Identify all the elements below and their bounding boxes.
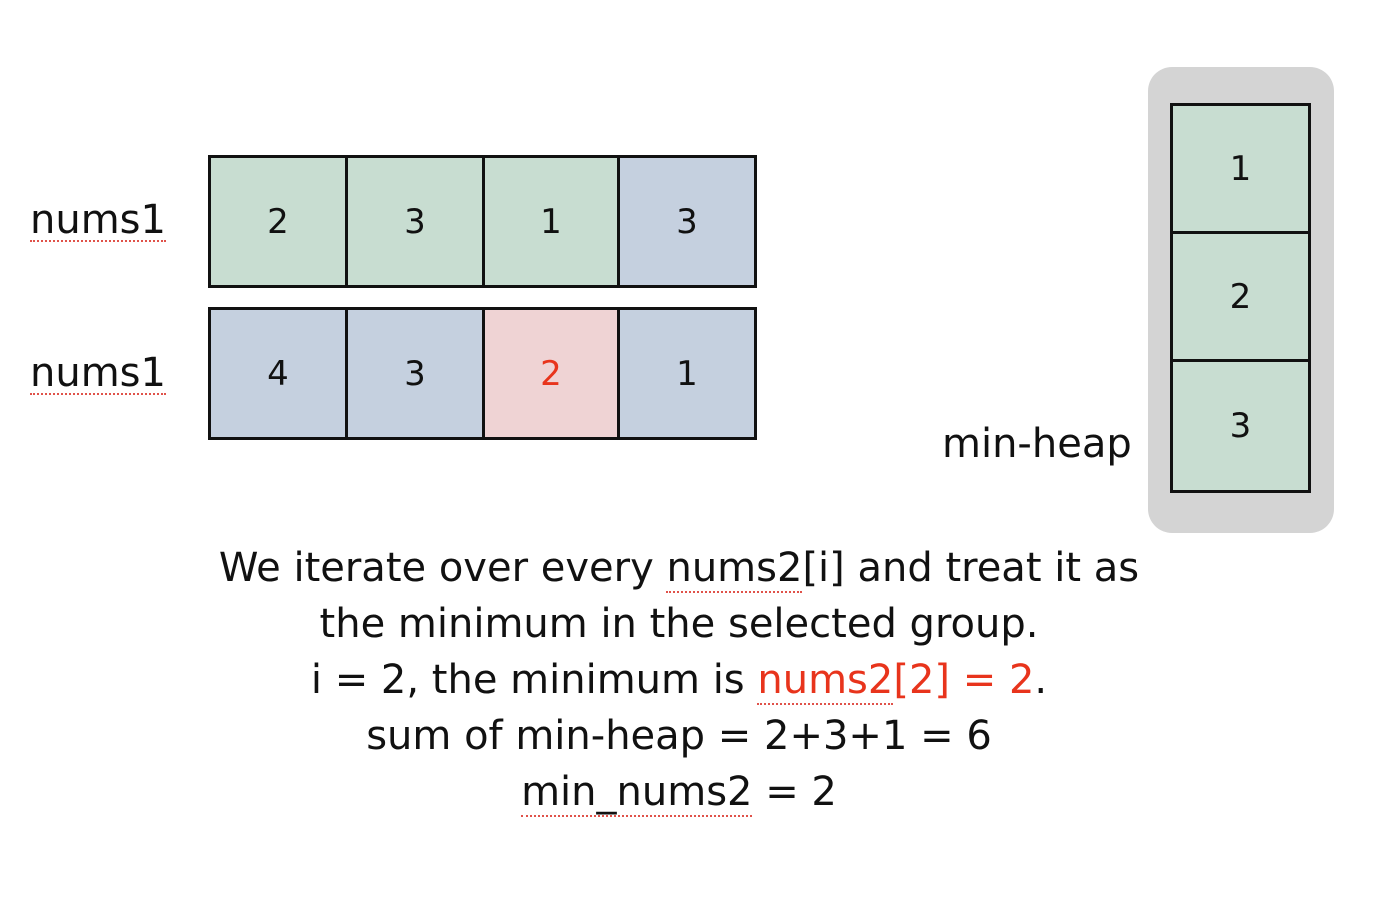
- nums1-array-row-bottom: 4 3 2 1: [208, 307, 757, 440]
- min-heap-label: min-heap: [942, 421, 1132, 467]
- caption-text: We iterate over every: [218, 545, 667, 591]
- caption-variable: nums2: [666, 545, 803, 593]
- caption-text: i = 2, the minimum is: [310, 657, 758, 703]
- array-cell: 3: [348, 158, 485, 285]
- heap-cell: 2: [1173, 234, 1308, 362]
- caption-highlight-value: [2] = 2: [893, 657, 1035, 703]
- array-cell-highlighted: 2: [485, 310, 620, 437]
- heap-cell: 3: [1173, 362, 1308, 490]
- heap-cell: 1: [1173, 106, 1308, 234]
- caption-text: .: [1034, 657, 1048, 703]
- caption-line-1: We iterate over every nums2[i] and treat…: [0, 540, 1358, 596]
- row1-label: nums1: [30, 197, 166, 243]
- array-cell: 2: [211, 158, 348, 285]
- array-cell: 4: [211, 310, 348, 437]
- caption-line-2: the minimum in the selected group.: [319, 601, 1039, 647]
- caption-line-5: min_nums2 = 2: [0, 764, 1358, 820]
- nums1-array-row-top: 2 3 1 3: [208, 155, 757, 288]
- array-cell: 1: [620, 310, 754, 437]
- caption-line-4: sum of min-heap = 2+3+1 = 6: [366, 713, 992, 759]
- caption-text: = 2: [752, 769, 837, 815]
- row2-label: nums1: [30, 350, 166, 396]
- caption-variable: min_nums2: [521, 769, 753, 817]
- caption-highlight-variable: nums2: [757, 657, 894, 705]
- caption-line-3: i = 2, the minimum is nums2[2] = 2.: [0, 652, 1358, 708]
- min-heap-stack: 1 2 3: [1170, 103, 1311, 493]
- array-cell: 1: [485, 158, 620, 285]
- explanation-caption: We iterate over every nums2[i] and treat…: [0, 540, 1358, 820]
- array-cell: 3: [620, 158, 754, 285]
- caption-text: [i] and treat it as: [802, 545, 1140, 591]
- array-cell: 3: [348, 310, 485, 437]
